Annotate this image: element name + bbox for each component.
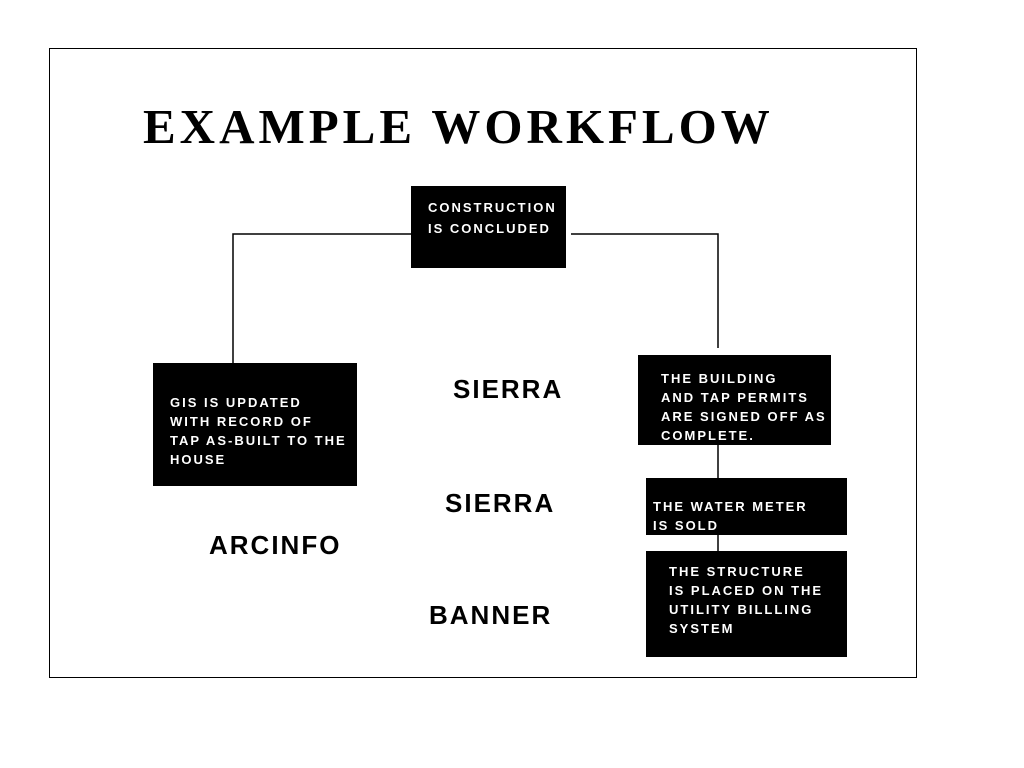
connector-construction-to-gis bbox=[232, 233, 411, 363]
node-permits-line-2: AND TAP PERMITS bbox=[661, 390, 809, 405]
node-structure-line-2: IS PLACED ON THE bbox=[669, 583, 824, 598]
node-structure-line-3: UTILITY BILLLING bbox=[669, 602, 814, 617]
node-permits-line-4: COMPLETE. bbox=[661, 428, 755, 443]
system-label-banner: BANNER bbox=[429, 600, 553, 630]
node-gis-line-2: WITH RECORD OF bbox=[170, 414, 313, 429]
system-label-arcinfo: ARCINFO bbox=[209, 530, 342, 560]
node-gis-line-1: GIS IS UPDATED bbox=[170, 395, 302, 410]
node-construction: CONSTRUCTION IS CONCLUDED bbox=[411, 186, 566, 268]
node-water-meter-sold: THE WATER METER IS SOLD bbox=[646, 478, 847, 535]
node-permits-line-1: THE BUILDING bbox=[661, 371, 778, 386]
node-construction-line-1: CONSTRUCTION bbox=[428, 200, 557, 215]
node-permits-line-3: ARE SIGNED OFF AS bbox=[661, 409, 827, 424]
node-structure-line-1: THE STRUCTURE bbox=[669, 564, 805, 579]
page-title: EXAMPLE WORKFLOW bbox=[143, 99, 774, 154]
system-label-sierra-meter: SIERRA bbox=[445, 488, 556, 518]
node-construction-line-2: IS CONCLUDED bbox=[428, 221, 551, 236]
node-structure-line-4: SYSTEM bbox=[669, 621, 735, 636]
node-gis-updated: GIS IS UPDATED WITH RECORD OF TAP AS-BUI… bbox=[153, 363, 357, 486]
node-gis-line-3: TAP AS-BUILT TO THE bbox=[170, 433, 347, 448]
node-gis-line-4: HOUSE bbox=[170, 452, 227, 467]
node-structure-billing: THE STRUCTURE IS PLACED ON THE UTILITY B… bbox=[646, 551, 847, 657]
connector-construction-to-permits bbox=[571, 233, 719, 348]
slide-frame bbox=[49, 48, 917, 678]
node-permits-signed-off: THE BUILDING AND TAP PERMITS ARE SIGNED … bbox=[638, 355, 831, 445]
system-label-sierra-permits: SIERRA bbox=[453, 374, 564, 404]
node-meter-line-2: IS SOLD bbox=[653, 518, 720, 533]
node-meter-line-1: THE WATER METER bbox=[653, 499, 808, 514]
